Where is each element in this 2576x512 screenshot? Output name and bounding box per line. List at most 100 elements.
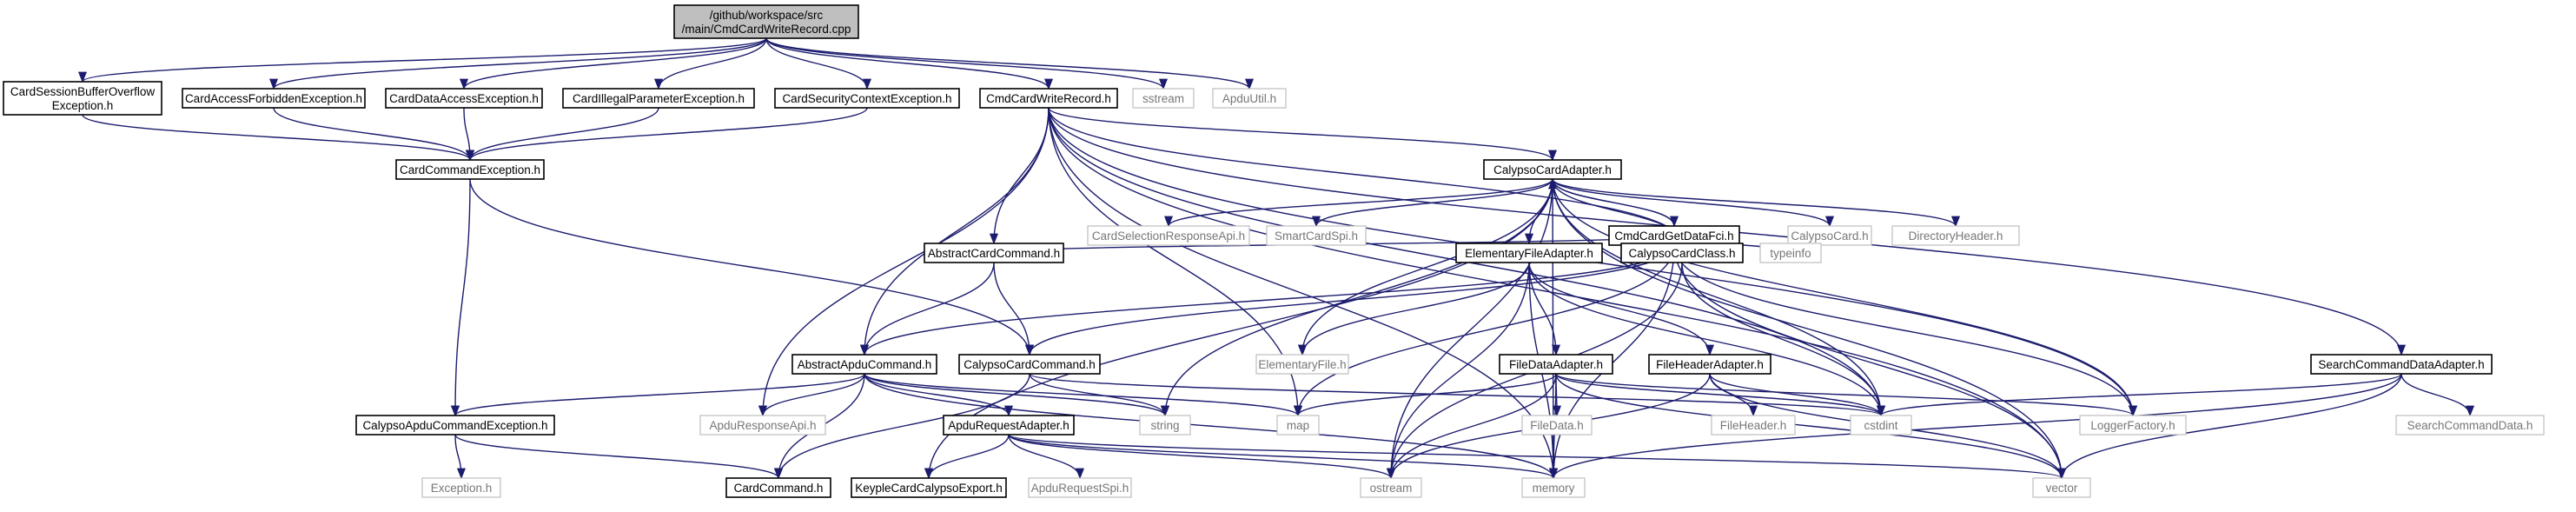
node-directory-header: DirectoryHeader.h [1891, 225, 2020, 246]
node-typeinfo: typeinfo [1759, 243, 1822, 263]
node-card-data-access[interactable]: CardDataAccessException.h [385, 88, 543, 109]
node-label: CmdCardGetDataFci.h [1614, 229, 1733, 243]
edge-file-data-adapter-to-cstdint [1555, 373, 1885, 417]
edge-abstract-apdu-command-to-calypso-apdu-command-exception [451, 373, 865, 417]
node-card-command-exception[interactable]: CardCommandException.h [395, 159, 545, 180]
node-label: AbstractCardCommand.h [928, 247, 1060, 260]
node-label: ElementaryFile.h [1258, 358, 1346, 371]
node-label: FileHeader.h [1720, 419, 1787, 432]
node-box [1620, 243, 1744, 263]
edge-file-header-adapter-to-cstdint [1709, 373, 1885, 417]
node-label: CardAccessForbiddenException.h [185, 92, 362, 105]
edge-calypso-card-class-to-cstdint [1681, 262, 1886, 417]
node-label: CardDataAccessException.h [389, 92, 539, 105]
node-abstract-card-command[interactable]: AbstractCardCommand.h [924, 243, 1064, 263]
node-file-header-adapter[interactable]: FileHeaderAdapter.h [1648, 354, 1771, 375]
node-box [1787, 225, 1872, 246]
edge-cmd-card-get-data-fci-to-calypso-card-adapter [1548, 177, 1675, 227]
node-label: memory [1533, 482, 1575, 495]
node-box [1212, 88, 1287, 109]
node-box [1360, 477, 1422, 498]
node-box [1455, 243, 1603, 263]
node-calypso-card-class[interactable]: CalypsoCardClass.h [1620, 243, 1744, 263]
edge-card-illegal-parameter-to-card-command-exception [466, 107, 659, 162]
node-label: ApduRequestSpi.h [1031, 482, 1129, 495]
node-box [3, 81, 162, 116]
edge-card-security-context-to-card-command-exception [466, 107, 868, 162]
node-calypso-card-adapter[interactable]: CalypsoCardAdapter.h [1483, 159, 1622, 180]
node-box [1759, 243, 1822, 263]
node-label: cstdint [1864, 419, 1897, 432]
node-apdu-request-adapter[interactable]: ApduRequestAdapter.h [943, 415, 1075, 436]
edge-search-command-data-adapter-to-memory [1549, 373, 2402, 480]
node-search-command-data-adapter[interactable]: SearchCommandDataAdapter.h [2310, 354, 2493, 375]
node-label: ApduRequestAdapter.h [948, 419, 1069, 432]
node-box [562, 88, 755, 109]
edge-abstract-apdu-command-to-map [864, 373, 1302, 417]
node-box [355, 415, 555, 436]
edge-calypso-card-adapter-to-calypso-card [1552, 178, 1834, 228]
node-label: CalypsoApduCommandException.h [362, 419, 547, 432]
node-abstract-apdu-command[interactable]: AbstractApduCommand.h [791, 354, 937, 375]
edge-file-data-adapter-to-logger-factory [1555, 373, 2137, 417]
edge-abstract-card-command-to-abstract-apdu-command [859, 262, 995, 356]
node-elementary-file-adapter[interactable]: ElementaryFileAdapter.h [1455, 243, 1603, 263]
node-card-command[interactable]: CardCommand.h [725, 477, 831, 498]
node-file-data-adapter[interactable]: FileDataAdapter.h [1499, 354, 1613, 375]
node-label: CalypsoCardClass.h [1628, 247, 1735, 260]
node-card-selection-response-api: CardSelectionResponseApi.h [1087, 225, 1250, 246]
node-smart-card-spi: SmartCardSpi.h [1266, 225, 1367, 246]
node-card-illegal-parameter[interactable]: CardIllegalParameterException.h [562, 88, 755, 109]
node-box [851, 477, 1007, 498]
node-calypso-apdu-command-exception[interactable]: CalypsoApduCommandException.h [355, 415, 555, 436]
edge-calypso-card-adapter-to-elementary-file [1297, 178, 1553, 356]
node-label: CalypsoCardCommand.h [964, 358, 1096, 371]
node-box [2079, 415, 2187, 436]
edge-cmd-card-write-record-to-vector [1048, 107, 2066, 480]
node-cmd-card-get-data-fci[interactable]: CmdCardGetDataFci.h [1608, 225, 1740, 246]
node-apdu-response-api: ApduResponseApi.h [699, 415, 826, 436]
node-card-access-forbidden[interactable]: CardAccessForbiddenException.h [182, 88, 366, 109]
edge-abstract-apdu-command-to-string [864, 373, 1169, 417]
edge-root-to-card-data-access [460, 37, 767, 90]
edge-apdu-request-adapter-to-vector [1008, 434, 2066, 480]
node-box [1499, 354, 1613, 375]
edge-elementary-file-adapter-to-elementary-file [1298, 262, 1530, 356]
node-box [774, 88, 960, 109]
node-box [182, 88, 366, 109]
node-cmd-card-write-record[interactable]: CmdCardWriteRecord.h [979, 88, 1118, 109]
node-label: KeypleCardCalypsoExport.h [855, 482, 1003, 495]
node-box [924, 243, 1064, 263]
node-box [1028, 477, 1132, 498]
edge-card-data-access-to-card-command-exception [463, 107, 475, 162]
node-box [1132, 88, 1195, 109]
node-label: ApduUtil.h [1222, 92, 1276, 105]
edge-calypso-card-command-to-cstdint [1029, 373, 1885, 417]
edge-cmd-card-get-data-fci-to-calypso-card-command [1025, 244, 1675, 356]
edge-card-access-forbidden-to-card-command-exception [273, 107, 474, 162]
node-label: /github/workspace/src [710, 9, 824, 22]
node-card-security-context[interactable]: CardSecurityContextException.h [774, 88, 960, 109]
node-sstream: sstream [1132, 88, 1195, 109]
node-box [1087, 225, 1250, 246]
node-label: CalypsoCardAdapter.h [1493, 163, 1612, 176]
node-label: CmdCardWriteRecord.h [986, 92, 1111, 105]
node-box [699, 415, 826, 436]
node-label: CardCommandException.h [400, 163, 540, 176]
node-calypso-card-command[interactable]: CalypsoCardCommand.h [958, 354, 1101, 375]
node-label: FileDataAdapter.h [1509, 358, 1603, 371]
edge-elementary-file-adapter-to-file-header-adapter [1528, 262, 1714, 356]
node-box [673, 4, 859, 39]
edge-calypso-card-adapter-to-ostream [1386, 178, 1553, 480]
node-box [2395, 415, 2545, 436]
edge-abstract-apdu-command-to-apdu-response-api [758, 373, 865, 417]
node-label: CardCommand.h [734, 482, 824, 495]
root-file-node[interactable]: /github/workspace/src/main/CmdCardWriteR… [673, 4, 859, 39]
node-label: vector [2046, 482, 2078, 495]
node-vector: vector [2032, 477, 2091, 498]
node-keyple-card-calypso-export[interactable]: KeypleCardCalypsoExport.h [851, 477, 1007, 498]
node-label: CardSessionBufferOverflow [10, 85, 156, 98]
edge-elementary-file-adapter-to-file-data-adapter [1528, 262, 1561, 356]
